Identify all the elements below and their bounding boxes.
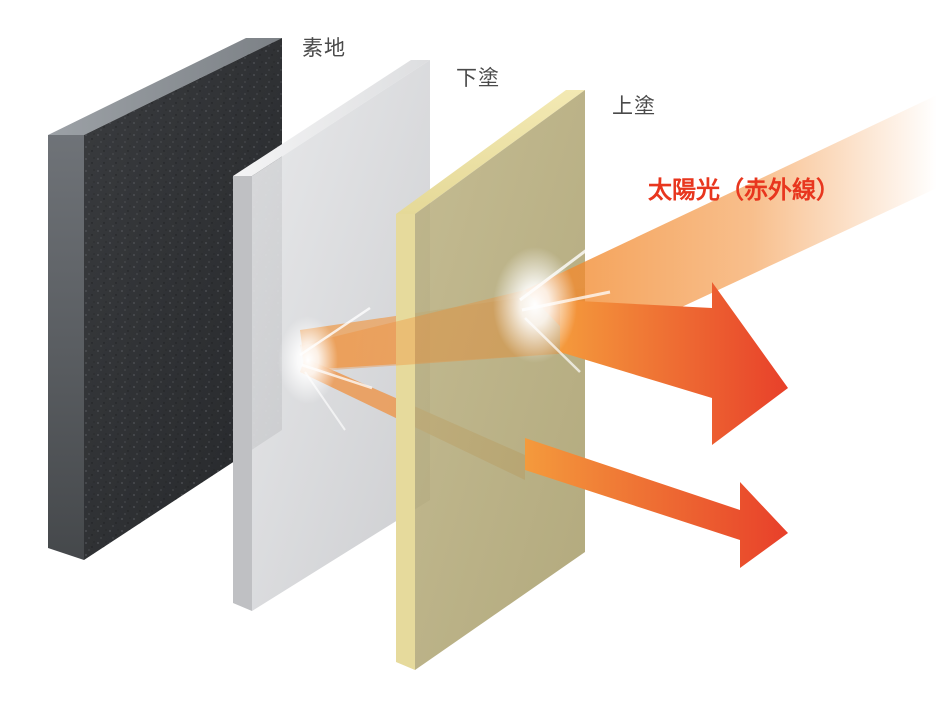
- undercoat-top-edge: [233, 60, 430, 176]
- incoming-sunlight-beam: [525, 95, 937, 352]
- substrate-texture: [84, 38, 282, 560]
- reflected-arrow-topcoat: [560, 282, 788, 445]
- reflection-glow-undercoat: [278, 306, 373, 431]
- undercoat-side-edge: [233, 176, 252, 611]
- topcoat-top-edge: [396, 90, 585, 214]
- sunlight-infrared-label: 太陽光（赤外線）: [648, 176, 840, 204]
- topcoat-front-face: [415, 90, 585, 670]
- topcoat-panel: [396, 90, 585, 670]
- reflection-glow-topcoat: [493, 238, 611, 373]
- substrate-top-face: [48, 38, 282, 135]
- undercoat-label: 下塗: [456, 66, 500, 90]
- reflected-arrow-undercoat: [525, 438, 788, 568]
- topcoat-side-edge: [396, 214, 415, 670]
- substrate-label: 素地: [302, 36, 346, 60]
- topcoat-label: 上塗: [612, 94, 656, 118]
- substrate-side-face: [48, 135, 84, 560]
- substrate-block: [48, 38, 282, 560]
